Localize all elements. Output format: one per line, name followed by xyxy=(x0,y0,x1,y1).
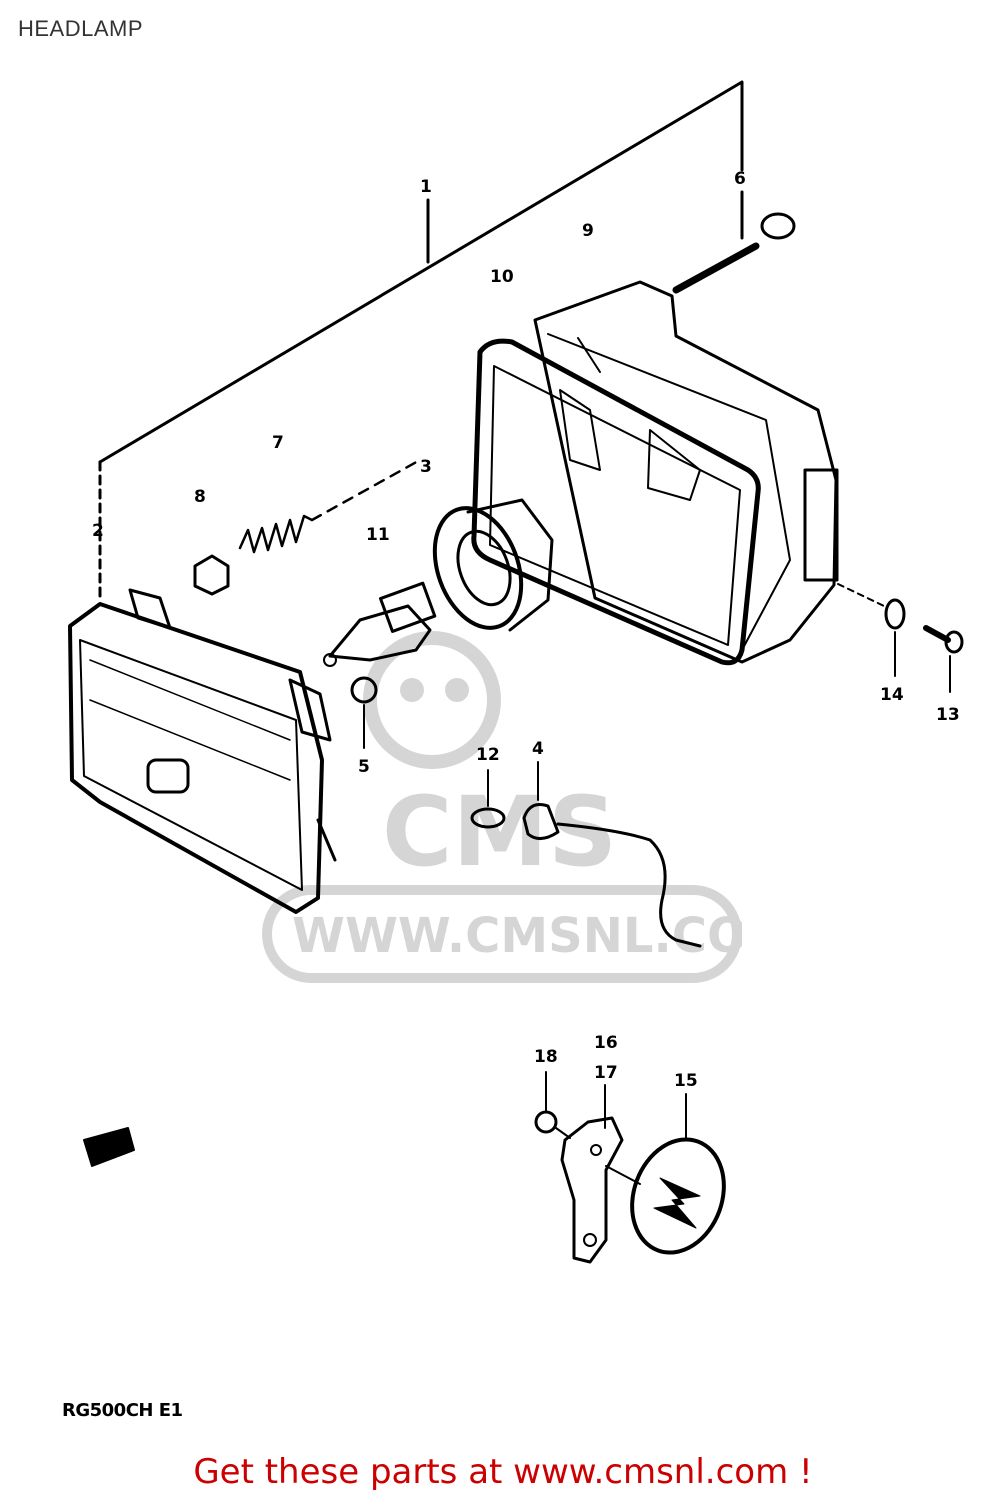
callout-5: 5 xyxy=(358,757,370,777)
mounting-screw xyxy=(923,625,964,693)
wiring-socket xyxy=(522,761,702,948)
grommet xyxy=(470,769,506,829)
callout-8: 8 xyxy=(194,487,206,507)
headlamp-housing xyxy=(533,280,839,664)
watermark-brand: CMS xyxy=(382,776,617,888)
watermark-mascot-eye xyxy=(400,678,424,702)
callout-7: 7 xyxy=(272,433,284,453)
callout-9: 9 xyxy=(582,221,594,241)
assembly-bracket-line xyxy=(98,80,744,464)
callout-4: 4 xyxy=(532,739,544,759)
adjuster-nut xyxy=(193,554,230,596)
callout-1: 1 xyxy=(420,177,432,197)
horn-bracket xyxy=(560,1084,624,1264)
headlamp-rim xyxy=(471,338,761,666)
washer xyxy=(837,583,906,677)
page-title: HEADLAMP xyxy=(18,16,144,41)
get-parts-link[interactable]: Get these parts at www.cmsnl.com ! xyxy=(193,1452,813,1492)
connector-fragment xyxy=(83,1127,135,1167)
adjuster-spring xyxy=(238,458,422,554)
watermark-mascot-eye xyxy=(445,678,469,702)
callout-2: 2 xyxy=(92,521,104,541)
callout-10: 10 xyxy=(490,267,514,287)
watermark-url: WWW.CMSNL.COM xyxy=(292,908,742,964)
callout-18: 18 xyxy=(534,1047,558,1067)
callout-3: 3 xyxy=(420,457,432,477)
headlight-bulb xyxy=(323,581,437,667)
horn-nut xyxy=(534,1071,571,1139)
callout-15: 15 xyxy=(674,1071,698,1091)
callout-13: 13 xyxy=(936,705,960,725)
callout-6: 6 xyxy=(734,169,746,189)
watermark-url-banner xyxy=(262,885,742,983)
callout-labels: 1 2 3 4 5 6 7 8 9 10 11 12 13 14 15 16 1… xyxy=(92,169,960,1091)
headlamp-lens-unit xyxy=(68,588,337,914)
callout-16: 16 xyxy=(594,1033,618,1053)
bulb-socket xyxy=(432,498,554,632)
callout-17: 17 xyxy=(594,1063,618,1083)
callout-12: 12 xyxy=(476,745,500,765)
cmsnl-watermark: CMS WWW.CMSNL.COM xyxy=(262,631,742,983)
horn xyxy=(605,1093,726,1255)
bulb-retainer xyxy=(350,676,378,749)
callout-14: 14 xyxy=(880,685,904,705)
callout-11: 11 xyxy=(366,525,390,545)
adjuster-screw xyxy=(672,212,796,294)
model-code: RG500CH E1 xyxy=(62,1400,183,1421)
